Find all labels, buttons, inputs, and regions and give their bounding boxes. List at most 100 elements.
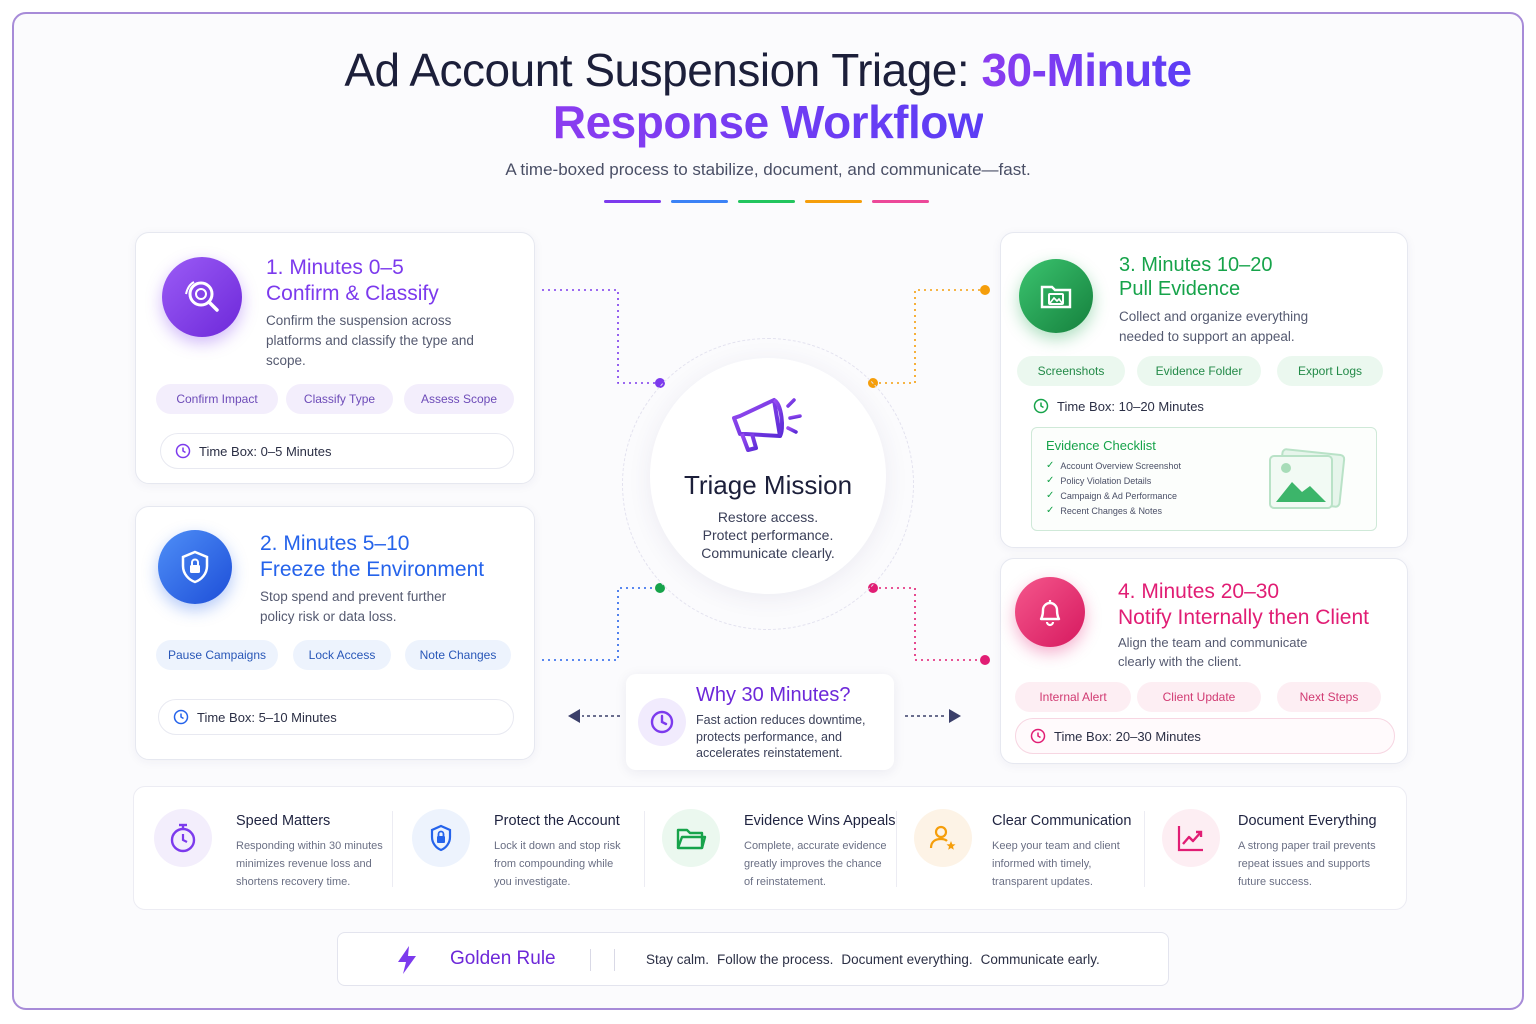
feature-text: Complete, accurate evidence greatly impr… xyxy=(744,840,887,888)
tag-export-logs[interactable]: Export Logs xyxy=(1277,356,1383,386)
timebox-label: Time Box: 10–20 Minutes xyxy=(1057,398,1204,414)
clock-icon xyxy=(175,443,191,459)
step-3-number: 3. Minutes 10–20 xyxy=(1119,254,1273,276)
clock-icon xyxy=(1030,728,1046,744)
tag-client-update[interactable]: Client Update xyxy=(1137,682,1261,712)
title-accent-2: Response Workflow xyxy=(552,96,984,148)
golden-rule-items: Stay calm. Follow the process. Document … xyxy=(646,952,1100,967)
feature-text: Keep your team and client informed with … xyxy=(992,840,1120,888)
step-1-title: Confirm & Classify xyxy=(266,282,439,305)
golden-rule-item: Communicate early. xyxy=(980,952,1100,967)
feature-speed-matters: Speed Matters Responding within 30 minut… xyxy=(134,787,390,911)
feature-text: A strong paper trail prevents repeat iss… xyxy=(1238,840,1376,888)
step-4-number: 4. Minutes 20–30 xyxy=(1118,580,1280,603)
timebox-label: Time Box: 5–10 Minutes xyxy=(197,709,337,725)
checklist-item-label: Campaign & Ad Performance xyxy=(1060,490,1177,501)
check-icon: ✓ xyxy=(1046,475,1055,486)
stopwatch-icon xyxy=(154,809,212,867)
checklist-item-label: Policy Violation Details xyxy=(1060,475,1152,486)
feature-title: Document Everything xyxy=(1238,813,1377,829)
center-title: Triage Mission xyxy=(683,470,853,500)
tag-screenshots[interactable]: Screenshots xyxy=(1017,356,1125,386)
tag-assess-scope[interactable]: Assess Scope xyxy=(404,384,514,414)
search-icon xyxy=(162,257,242,337)
step-4-heading: 4. Minutes 20–30 Notify Internally then … xyxy=(1118,579,1369,631)
feature-clear-communication: Clear Communication Keep your team and c… xyxy=(894,787,1144,911)
triage-mission-hub: Triage Mission Restore access. Protect p… xyxy=(650,358,886,594)
checklist-title: Evidence Checklist xyxy=(1046,438,1156,453)
photo-stack-icon xyxy=(1269,448,1346,509)
tag-internal-alert[interactable]: Internal Alert xyxy=(1015,682,1131,712)
checklist-item: ✓ Account Overview Screenshot xyxy=(1046,458,1181,473)
golden-rule-item: Document everything. xyxy=(841,952,973,967)
tag-note-changes[interactable]: Note Changes xyxy=(405,640,511,670)
feature-divider xyxy=(392,811,393,887)
checklist-item: ✓ Recent Changes & Notes xyxy=(1046,503,1181,518)
golden-rule-bar: Golden Rule Stay calm. Follow the proces… xyxy=(337,932,1169,986)
step-3-description: Collect and organize everything needed t… xyxy=(1119,309,1309,344)
feature-title: Speed Matters xyxy=(236,813,331,829)
feature-divider xyxy=(896,811,897,887)
golden-rule-divider xyxy=(590,949,591,971)
step-1-description: Confirm the suspension across platforms … xyxy=(266,313,474,368)
tag-evidence-folder[interactable]: Evidence Folder xyxy=(1137,356,1261,386)
checklist-item: ✓Campaign & Ad Performance xyxy=(1046,488,1181,503)
page-subtitle: A time-boxed process to stabilize, docum… xyxy=(505,160,1031,179)
shield-lock-icon xyxy=(412,809,470,867)
tag-lock-access[interactable]: Lock Access xyxy=(293,640,391,670)
divider-segment xyxy=(805,200,862,203)
checklist-items: ✓ Account Overview Screenshot ✓ Policy Vio… xyxy=(1046,458,1181,518)
step-2-description: Stop spend and prevent further policy ri… xyxy=(260,589,447,624)
check-icon: ✓ xyxy=(1046,505,1055,516)
checklist-item-label: Account Overview Screenshot xyxy=(1060,460,1181,471)
timebox-label: Time Box: 0–5 Minutes xyxy=(199,443,332,459)
step-1-heading: 1. Minutes 0–5 Confirm & Classify xyxy=(266,255,439,307)
check-icon: ✓ xyxy=(1046,460,1055,471)
feature-protect-account: Protect the Account Lock it down and sto… xyxy=(392,787,644,911)
page-title: Ad Account Suspension Triage: 30-Minute … xyxy=(0,44,1536,148)
timebox-label: Time Box: 20–30 Minutes xyxy=(1054,728,1201,744)
golden-rule-item: Follow the process. xyxy=(717,952,834,967)
shield-lock-icon xyxy=(158,530,232,604)
tag-classify-type[interactable]: Classify Type xyxy=(286,384,393,414)
step-4-title: Notify Internally then Client xyxy=(1118,606,1369,629)
trend-up-icon xyxy=(1162,809,1220,867)
center-line-1: Restore access. xyxy=(717,509,819,525)
title-accent-1: 30-Minute xyxy=(981,44,1192,96)
clock-icon xyxy=(173,709,189,725)
title-plain: Ad Account Suspension Triage: xyxy=(344,44,982,96)
features-strip: Speed Matters Responding within 30 minut… xyxy=(133,786,1407,910)
tag-pause-campaigns[interactable]: Pause Campaigns xyxy=(156,640,278,670)
folder-icon xyxy=(662,809,720,867)
tag-confirm-impact[interactable]: Confirm Impact xyxy=(156,384,278,414)
megaphone-icon xyxy=(732,398,802,452)
golden-rule-label: Golden Rule xyxy=(450,948,556,969)
evidence-checklist: Evidence Checklist ✓ Account Overview Scr… xyxy=(1031,427,1377,531)
divider-segment xyxy=(604,200,661,203)
checklist-item-label: Recent Changes & Notes xyxy=(1060,505,1162,516)
step-card-4: 4. Minutes 20–30 Notify Internally then … xyxy=(1000,558,1408,764)
step-3-timebox: Time Box: 10–20 Minutes xyxy=(1033,398,1204,414)
bell-icon xyxy=(1015,577,1085,647)
step-4-timebox: Time Box: 20–30 Minutes xyxy=(1015,718,1395,754)
feature-text: Responding within 30 minutes minimizes r… xyxy=(236,840,383,888)
why-text: Fast action reduces downtime, protects p… xyxy=(696,713,866,760)
feature-divider xyxy=(644,811,645,887)
golden-rule-item: Stay calm. xyxy=(646,952,710,967)
tag-next-steps[interactable]: Next Steps xyxy=(1277,682,1381,712)
feature-title: Evidence Wins Appeals xyxy=(744,813,896,829)
step-3-title: Pull Evidence xyxy=(1119,278,1241,300)
clock-icon xyxy=(638,698,686,746)
step-3-heading: 3. Minutes 10–20 Pull Evidence xyxy=(1119,253,1272,301)
divider-segment xyxy=(671,200,728,203)
center-line-3: Communicate clearly. xyxy=(701,545,835,561)
step-2-number: 2. Minutes 5–10 xyxy=(260,532,410,555)
feature-evidence-wins: Evidence Wins Appeals Complete, accurate… xyxy=(642,787,896,911)
divider-segment xyxy=(738,200,795,203)
step-2-title: Freeze the Environment xyxy=(260,558,485,581)
step-2-heading: 2. Minutes 5–10 Freeze the Environment xyxy=(260,531,484,583)
feature-title: Clear Communication xyxy=(992,813,1132,829)
why-title: Why 30 Minutes? xyxy=(696,684,851,706)
feature-title: Protect the Account xyxy=(494,813,620,829)
feature-document-everything: Document Everything A strong paper trail… xyxy=(1142,787,1404,911)
